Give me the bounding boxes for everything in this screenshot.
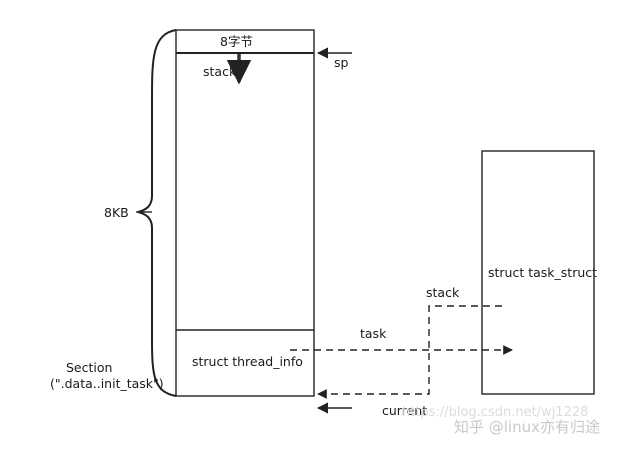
watermark-url: https://blog.csdn.net/wj1228 bbox=[402, 405, 588, 420]
stack-area bbox=[175, 29, 315, 397]
stack-link-label: stack bbox=[426, 285, 460, 300]
task-label: task bbox=[360, 326, 387, 341]
sp-label: sp bbox=[334, 55, 349, 70]
task-struct-box bbox=[481, 150, 595, 395]
task-struct-label: struct task_struct bbox=[488, 265, 597, 280]
stack-pointer-arrow bbox=[317, 305, 502, 399]
current-label: current bbox=[382, 403, 427, 418]
stack-inside-label: stack bbox=[203, 64, 237, 79]
thread-info-label: struct thread_info bbox=[192, 354, 303, 369]
top-cell-label: 8字节 bbox=[220, 34, 253, 49]
size-label: 8KB bbox=[104, 205, 129, 220]
size-brace bbox=[137, 29, 177, 397]
section-label-line1: Section bbox=[66, 360, 112, 375]
section-label-line2: (".data..init_task") bbox=[50, 376, 164, 391]
watermark-brand: 知乎 @linux亦有归途 bbox=[454, 418, 600, 436]
